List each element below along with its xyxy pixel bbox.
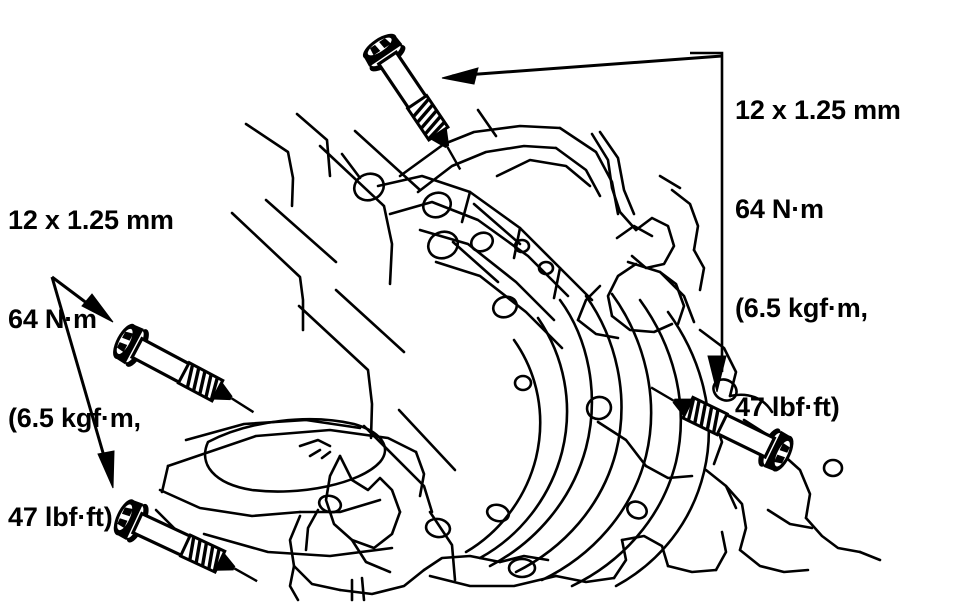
callout-left-torque-lbfft: 47 lbf·ft) xyxy=(8,502,113,532)
callout-right-torque-nm: 64 N·m xyxy=(735,194,824,224)
flange-bolt-holes xyxy=(352,172,555,319)
arrowhead-lower-left-bolt xyxy=(97,450,115,489)
callout-right-torque-kgfm: (6.5 kgf·m, xyxy=(735,293,868,323)
callout-right-thread-size: 12 x 1.25 mm xyxy=(735,95,901,125)
torque-callout-left: 12 x 1.25 mm 64 N·m (6.5 kgf·m, 47 lbf·f… xyxy=(8,138,174,600)
transmission-bell-housing xyxy=(464,292,711,588)
arrowhead-top-bolt xyxy=(441,67,479,85)
leader-lower-left-bolt xyxy=(50,276,110,471)
callout-right-torque-lbfft: 47 lbf·ft) xyxy=(735,392,840,422)
leader-top-bolt xyxy=(451,54,723,78)
bell-housing-bolt-holes xyxy=(424,374,844,539)
lower-mount-bracket xyxy=(288,454,728,602)
leader-right-bracket xyxy=(690,51,724,372)
torque-callout-right: 12 x 1.25 mm 64 N·m (6.5 kgf·m, 47 lbf·f… xyxy=(735,28,901,490)
engine-mount-bracket xyxy=(576,130,706,340)
callout-left-torque-nm: 64 N·m xyxy=(8,304,97,334)
callout-left-torque-kgfm: (6.5 kgf·m, xyxy=(8,403,141,433)
arrowhead-upper-left-bolt xyxy=(81,293,114,323)
arrowhead-right-bolt xyxy=(707,355,727,393)
assembly-detail-lines xyxy=(340,108,882,562)
leader-lines xyxy=(50,51,727,489)
engine-mounting-flange xyxy=(376,174,594,350)
engine-transmission-assembly xyxy=(154,108,882,602)
callout-left-thread-size: 12 x 1.25 mm xyxy=(8,205,174,235)
